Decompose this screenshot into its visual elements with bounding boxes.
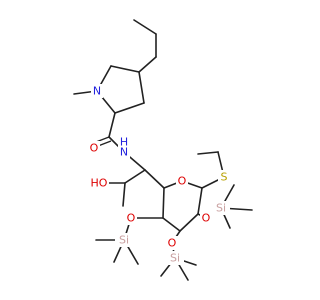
atom-labels: N O H N HO O S O Si O Si O Si xyxy=(88,84,230,265)
molecule-structure: N O H N HO O S O Si O Si O Si xyxy=(73,19,253,281)
ring-oxygen-label: O xyxy=(178,175,187,188)
amide-hydrogen-label: H xyxy=(120,136,128,149)
ring-nitrogen-label: N xyxy=(93,85,101,98)
right-oxygen-label: O xyxy=(202,212,211,225)
left-oxygen-label: O xyxy=(127,212,136,225)
bonds xyxy=(73,19,253,281)
sulfur-label: S xyxy=(221,171,228,184)
right-silicon-label: Si xyxy=(216,202,226,215)
amide-nitrogen-label: N xyxy=(120,146,128,159)
middle-oxygen-label: O xyxy=(168,237,177,250)
carbonyl-oxygen-label: O xyxy=(90,142,99,155)
left-silicon-label: Si xyxy=(119,234,129,247)
hydroxyl-label: HO xyxy=(91,177,108,190)
middle-silicon-label: Si xyxy=(170,252,180,265)
